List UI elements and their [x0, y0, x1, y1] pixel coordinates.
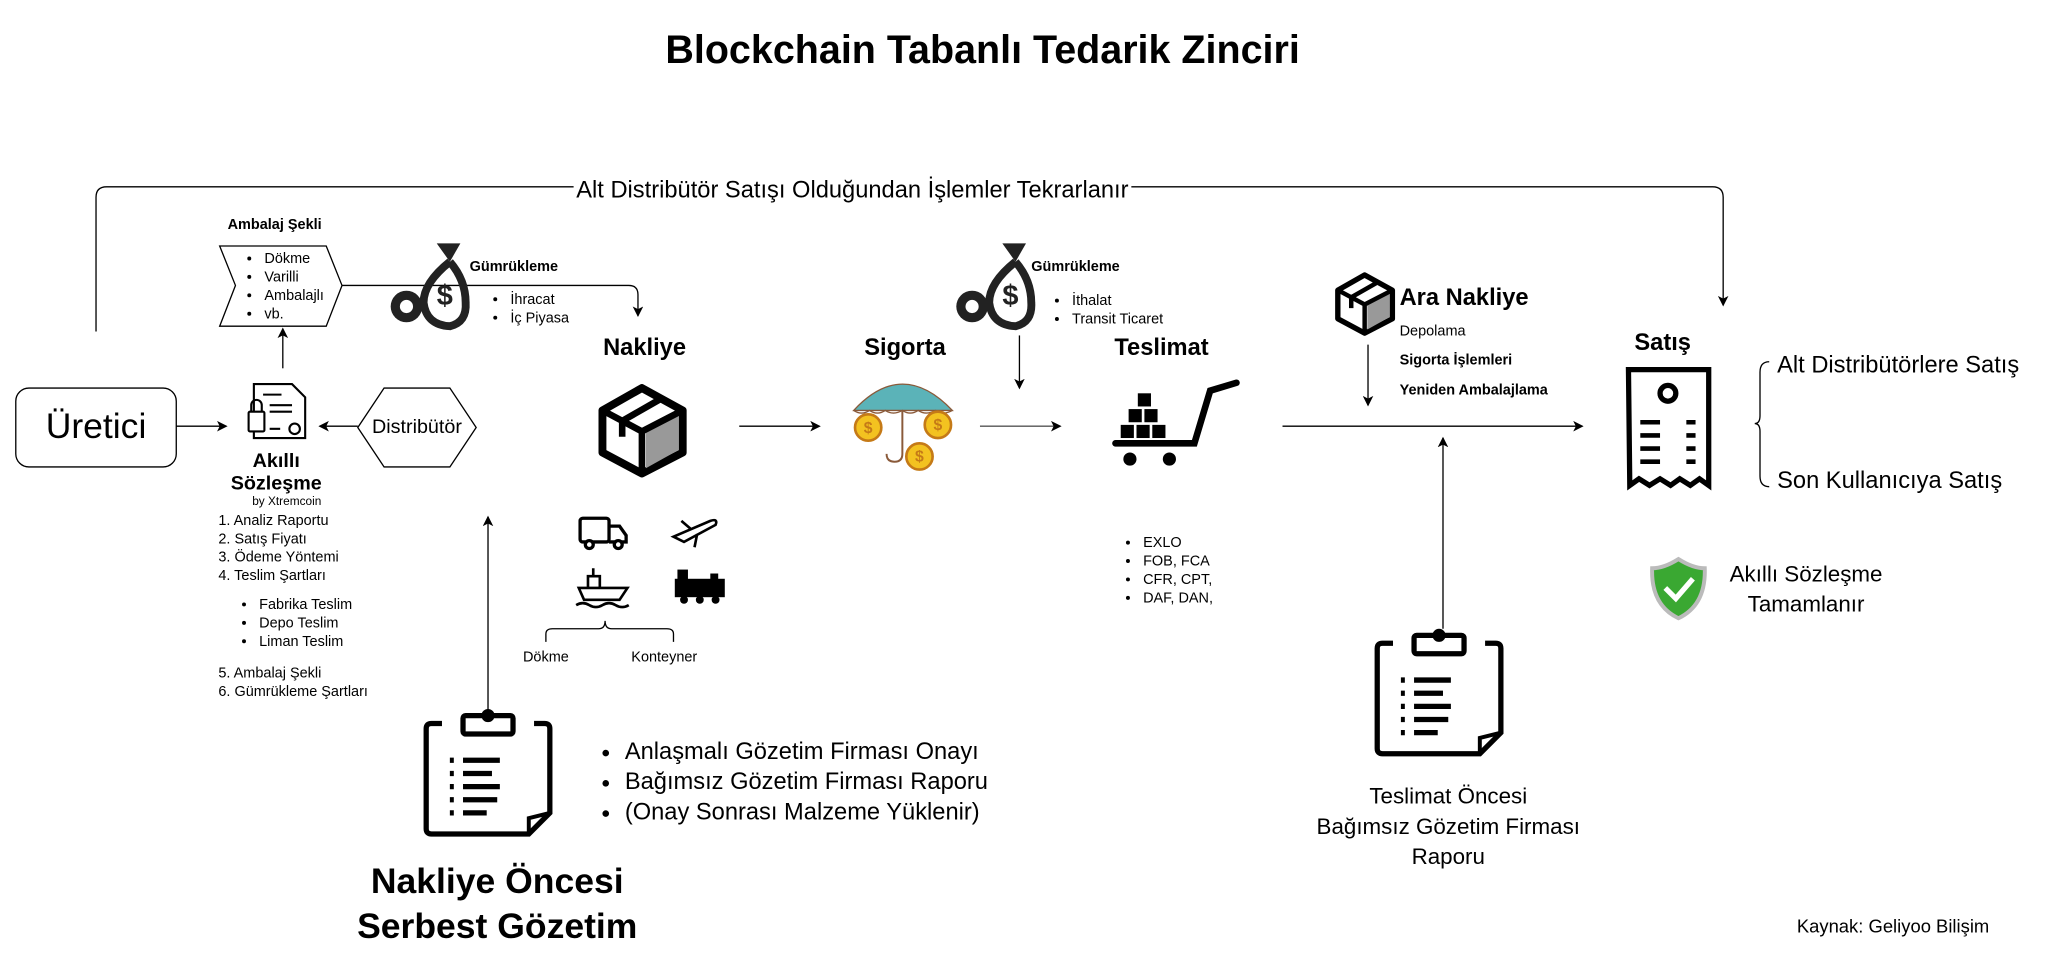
truck-icon	[578, 516, 628, 551]
customs-export-icon: $	[390, 243, 470, 331]
customs-export-items: İhracat İç Piyasa	[492, 291, 569, 328]
intermediate-box-icon	[1335, 272, 1396, 336]
transport-type-container: Konteyner	[631, 649, 698, 666]
delivery-title: Teslimat	[1114, 334, 1209, 361]
contract-title-1: Akıllı	[252, 449, 300, 473]
ship-icon	[575, 568, 630, 609]
pre-delivery-line-2: Bağımsız Gözetim Firması	[1316, 814, 1580, 840]
customs-item: İthalat	[1072, 292, 1163, 310]
delivery-term: CFR, CPT,	[1143, 571, 1213, 589]
intermediate-storage: Depolama	[1399, 323, 1466, 340]
train-icon	[674, 569, 725, 604]
intermediate-title: Ara Nakliye	[1399, 284, 1529, 311]
sale-brace	[1754, 361, 1770, 488]
sale-option-end-user: Son Kullanıcıya Satış	[1777, 466, 2003, 494]
packaging-item: Dökme	[264, 250, 324, 268]
svg-text:$: $	[933, 417, 942, 434]
shield-check-icon	[1650, 556, 1707, 621]
delivery-types: Fabrika Teslim Depo Teslim Liman Teslim	[241, 596, 352, 651]
contract-item: 6. Gümrükleme Şartları	[218, 684, 368, 700]
transport-title: Nakliye	[603, 334, 687, 361]
customs-import-items: İthalat Transit Ticaret	[1054, 292, 1163, 329]
page-title: Blockchain Tabanlı Tedarik Zinciri	[665, 28, 1300, 73]
box-icon	[598, 384, 687, 478]
intermediate-repack: Yeniden Ambalajlama	[1399, 382, 1548, 399]
customs-export-title: Gümrükleme	[469, 259, 559, 275]
sale-option-subdistributors: Alt Distribütörlere Satış	[1777, 351, 2020, 378]
delivery-term: FOB, FCA	[1143, 552, 1213, 570]
pre-delivery-line-3: Raporu	[1411, 844, 1485, 870]
delivery-type: Liman Teslim	[259, 633, 352, 651]
arrow-packaging-transport	[342, 284, 644, 318]
packaging-item: Varilli	[264, 268, 324, 286]
delivery-type: Depo Teslim	[259, 614, 352, 632]
pre-transport-item: Anlaşmalı Gözetim Firması Onayı	[625, 737, 988, 767]
intermediate-insurance: Sigorta İşlemleri	[1399, 352, 1513, 369]
contract-item: 3. Ödeme Yöntemi	[218, 549, 339, 566]
pre-delivery-line-1: Teslimat Öncesi	[1369, 783, 1528, 809]
trolley-icon	[1112, 379, 1240, 466]
packaging-item: Ambalajlı	[264, 287, 324, 305]
source-credit: Kaynak: Geliyoo Bilişim	[1796, 915, 1990, 937]
umbrella-coins-icon: $ $ $	[852, 383, 954, 471]
contract-items-after: 5. Ambalaj Şekli 6. Gümrükleme Şartları	[218, 664, 368, 701]
svg-text:$: $	[1002, 280, 1018, 312]
pre-transport-item: Bağımsız Gözetim Firması Raporu	[625, 767, 988, 797]
clipboard-icon-pre-transport	[423, 709, 553, 837]
receipt-icon	[1625, 366, 1712, 491]
pre-transport-title-2: Serbest Gözetim	[357, 906, 638, 946]
contract-title-2: Sözleşme	[230, 472, 322, 495]
customs-item: İç Piyasa	[510, 309, 569, 327]
customs-item: İhracat	[510, 291, 569, 309]
transport-type-bulk: Dökme	[522, 649, 569, 666]
plane-icon	[670, 518, 718, 548]
contract-items: 1. Analiz Raportu 2. Satış Fiyatı 3. Öde…	[218, 512, 338, 586]
packaging-item: vb.	[264, 305, 324, 323]
packaging-chevron	[218, 245, 343, 327]
producer-label: Üretici	[45, 406, 147, 446]
completion-line-2: Tamamlanır	[1747, 591, 1865, 617]
transport-brace	[545, 620, 675, 642]
pre-transport-items: Anlaşmalı Gözetim Firması Onayı Bağımsız…	[601, 737, 988, 828]
delivery-type: Fabrika Teslim	[259, 596, 352, 614]
contract-by: by Xtremcoin	[252, 494, 322, 508]
customs-import-title: Gümrükleme	[1031, 259, 1120, 275]
completion-line-1: Akıllı Sözleşme	[1729, 561, 1883, 587]
pre-transport-item: (Onay Sonrası Malzeme Yüklenir)	[625, 797, 988, 827]
customs-item: Transit Ticaret	[1072, 310, 1163, 328]
distributor-label: Distribütör	[372, 415, 462, 439]
producer-box	[15, 387, 177, 468]
distributor-hexagon	[356, 387, 477, 468]
delivery-term: DAF, DAN,	[1143, 589, 1213, 607]
contract-icon	[247, 383, 307, 440]
contract-item: 4. Teslim Şartları	[218, 568, 326, 585]
sale-title: Satış	[1634, 328, 1691, 356]
svg-text:$: $	[437, 280, 453, 312]
delivery-term: EXLO	[1143, 534, 1213, 552]
contract-item: 1. Analiz Raportu	[218, 513, 329, 529]
contract-item: 5. Ambalaj Şekli	[218, 665, 322, 682]
customs-import-icon: $	[956, 243, 1036, 331]
packaging-title: Ambalaj Şekli	[227, 217, 322, 233]
clipboard-icon-pre-delivery	[1374, 628, 1504, 757]
delivery-terms: EXLO FOB, FCA CFR, CPT, DAF, DAN,	[1125, 534, 1213, 608]
pre-transport-title-1: Nakliye Öncesi	[370, 861, 624, 902]
svg-text:$: $	[864, 420, 873, 437]
insurance-title: Sigorta	[864, 334, 946, 361]
contract-item: 2. Satış Fiyatı	[218, 531, 307, 548]
packaging-items: Dökme Varilli Ambalajlı vb.	[246, 250, 324, 324]
svg-text:$: $	[915, 449, 924, 466]
loop-label: Alt Distribütör Satışı Olduğundan İşleml…	[573, 177, 1132, 202]
